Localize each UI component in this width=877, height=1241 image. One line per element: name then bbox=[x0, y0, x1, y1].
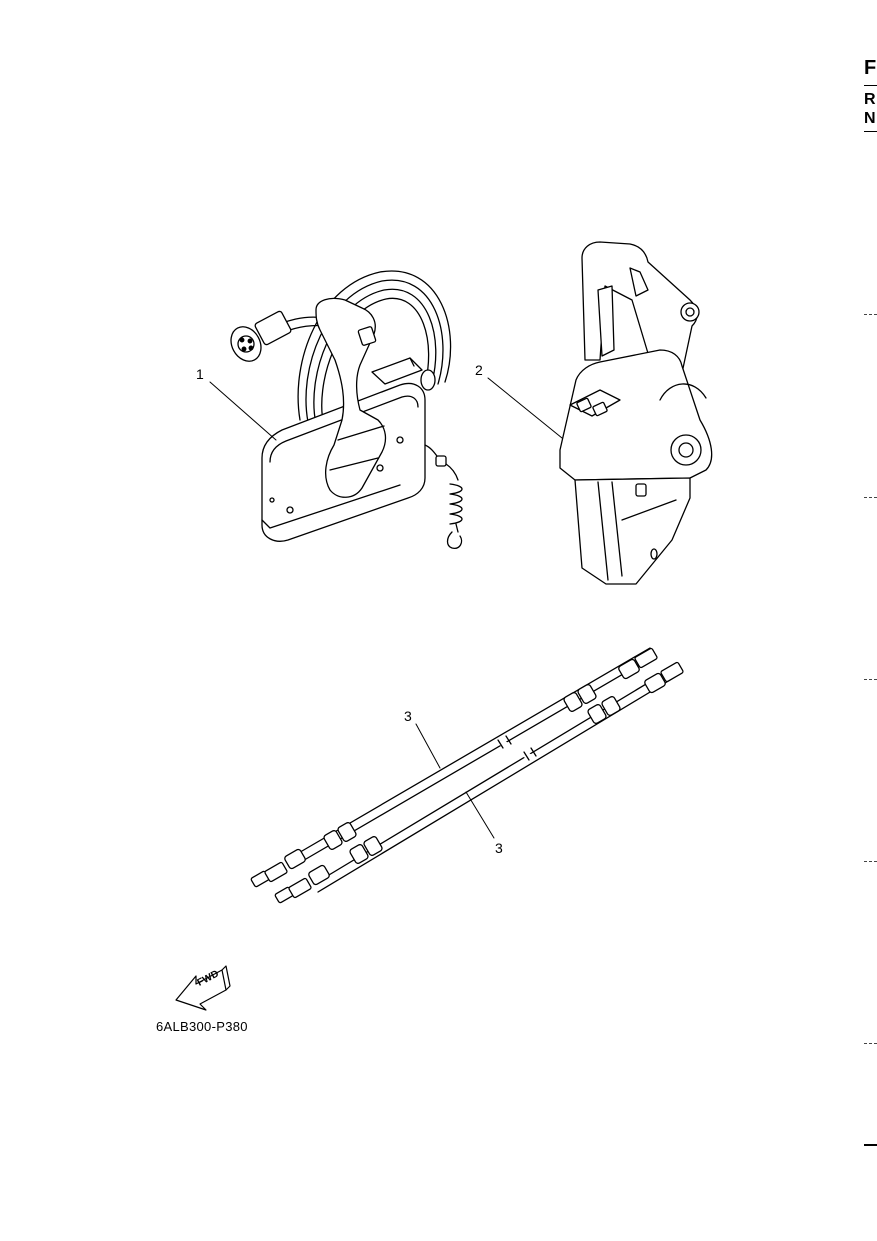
edge-mark bbox=[864, 497, 877, 498]
callout-part-3: 3 bbox=[495, 840, 503, 856]
callout-part-1: 1 bbox=[196, 366, 204, 382]
cable-end-fittings bbox=[250, 647, 684, 904]
side-tab-f: F bbox=[864, 57, 877, 79]
callout-part-2: 2 bbox=[475, 362, 483, 378]
edge-mark bbox=[864, 679, 877, 680]
side-mount-remote-control bbox=[230, 270, 463, 549]
side-tab-r: R bbox=[864, 91, 876, 108]
side-tab-divider bbox=[864, 85, 877, 86]
edge-mark bbox=[864, 1144, 877, 1146]
side-tab-divider bbox=[864, 131, 877, 132]
callout-part-3: 3 bbox=[404, 708, 412, 724]
binnacle-remote-control bbox=[559, 241, 713, 585]
diagram-code: 6ALB300-P380 bbox=[156, 1019, 248, 1034]
side-tab-n: N bbox=[864, 110, 876, 127]
fwd-arrow-icon bbox=[175, 965, 231, 1011]
remote-control-cables bbox=[289, 647, 681, 893]
leader-lines bbox=[209, 377, 563, 839]
edge-mark bbox=[864, 861, 877, 862]
edge-mark bbox=[864, 314, 877, 315]
edge-mark bbox=[864, 1043, 877, 1044]
